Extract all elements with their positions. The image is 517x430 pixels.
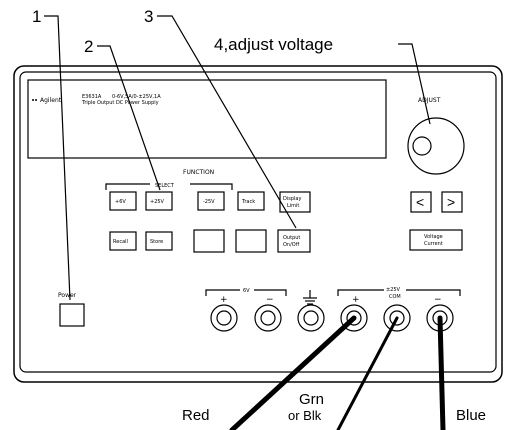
svg-text:6V: 6V <box>243 288 250 294</box>
callout-3: 3 <box>144 7 153 26</box>
recall-button[interactable] <box>109 231 137 251</box>
adjust-knob-dimple <box>412 136 432 156</box>
right-arrow-button[interactable] <box>441 191 463 213</box>
red-wire <box>229 315 357 430</box>
svg-text:-25V: -25V <box>203 199 215 205</box>
callout-1: 1 <box>32 7 41 26</box>
store-button[interactable] <box>145 231 173 251</box>
chassis-inner <box>19 71 497 373</box>
svg-text:+: + <box>220 295 228 305</box>
callout-1-leader <box>44 15 71 301</box>
blue-label: Blue <box>456 407 486 424</box>
svg-text:+6V: +6V <box>115 199 126 205</box>
terminal-25v-plus[interactable] <box>340 304 368 332</box>
svg-text:−: − <box>266 295 274 305</box>
plus6v-button[interactable] <box>109 191 137 211</box>
terminal-ground[interactable] <box>297 304 325 332</box>
svg-text:Display: Display <box>283 196 301 202</box>
svg-text:Store: Store <box>150 239 163 245</box>
blank-button-2[interactable] <box>235 229 267 253</box>
green-black-wire <box>336 316 399 430</box>
select-label: SELECT <box>155 183 175 189</box>
chassis-outer <box>13 65 503 383</box>
svg-text:Track: Track <box>241 199 255 205</box>
svg-text:±25V: ±25V <box>386 287 401 293</box>
svg-text:+: + <box>352 295 360 305</box>
red-label: Red <box>182 407 210 424</box>
callout-2: 2 <box>84 37 93 56</box>
minus25v-button[interactable] <box>197 191 225 211</box>
terminal-com[interactable] <box>383 304 411 332</box>
power-button[interactable] <box>59 303 85 327</box>
callout-2-leader <box>97 45 161 191</box>
callout-4: 4,adjust voltage <box>214 35 333 54</box>
blue-wire <box>437 315 446 430</box>
callout-3-leader <box>157 15 297 229</box>
track-button[interactable] <box>237 191 265 211</box>
model-number: E3631A <box>82 94 102 100</box>
function-label: FUNCTION <box>183 169 214 176</box>
chevron-left-icon: < <box>416 194 424 210</box>
terminal-6v-plus[interactable] <box>210 304 238 332</box>
svg-text:+25V: +25V <box>150 199 165 205</box>
svg-text:Output: Output <box>283 235 300 241</box>
blank-button-1[interactable] <box>193 229 225 253</box>
model-rating: 0-6V,5A/0-±25V,1A <box>112 94 161 100</box>
display-window <box>27 79 387 159</box>
chevron-right-icon: > <box>447 194 455 210</box>
power-label: Power <box>58 292 77 299</box>
svg-text:−: − <box>434 295 442 305</box>
output-onoff-button[interactable] <box>277 229 311 253</box>
terminal-6v-minus[interactable] <box>254 304 282 332</box>
svg-text:Recall: Recall <box>113 239 128 245</box>
brand-name: Agilent <box>40 97 62 104</box>
or-blk-label: or Blk <box>288 408 322 423</box>
grn-label: Grn <box>299 391 324 408</box>
voltage-current-button[interactable] <box>409 229 463 251</box>
plus25v-button[interactable] <box>145 191 173 211</box>
display-limit-button[interactable] <box>279 191 311 213</box>
svg-text:Current: Current <box>424 241 443 247</box>
svg-text:Limit: Limit <box>287 203 299 209</box>
model-description: Triple Output DC Power Supply <box>81 100 159 106</box>
svg-text:Voltage: Voltage <box>424 234 443 240</box>
adjust-knob[interactable] <box>407 117 465 175</box>
svg-text:COM: COM <box>389 294 401 300</box>
svg-text:On/Off: On/Off <box>283 242 300 248</box>
adjust-label: ADJUST <box>418 97 441 104</box>
brand-dots-icon <box>32 99 34 101</box>
left-arrow-button[interactable] <box>410 191 432 213</box>
callout-4-leader <box>398 43 431 125</box>
ground-icon <box>303 290 317 305</box>
